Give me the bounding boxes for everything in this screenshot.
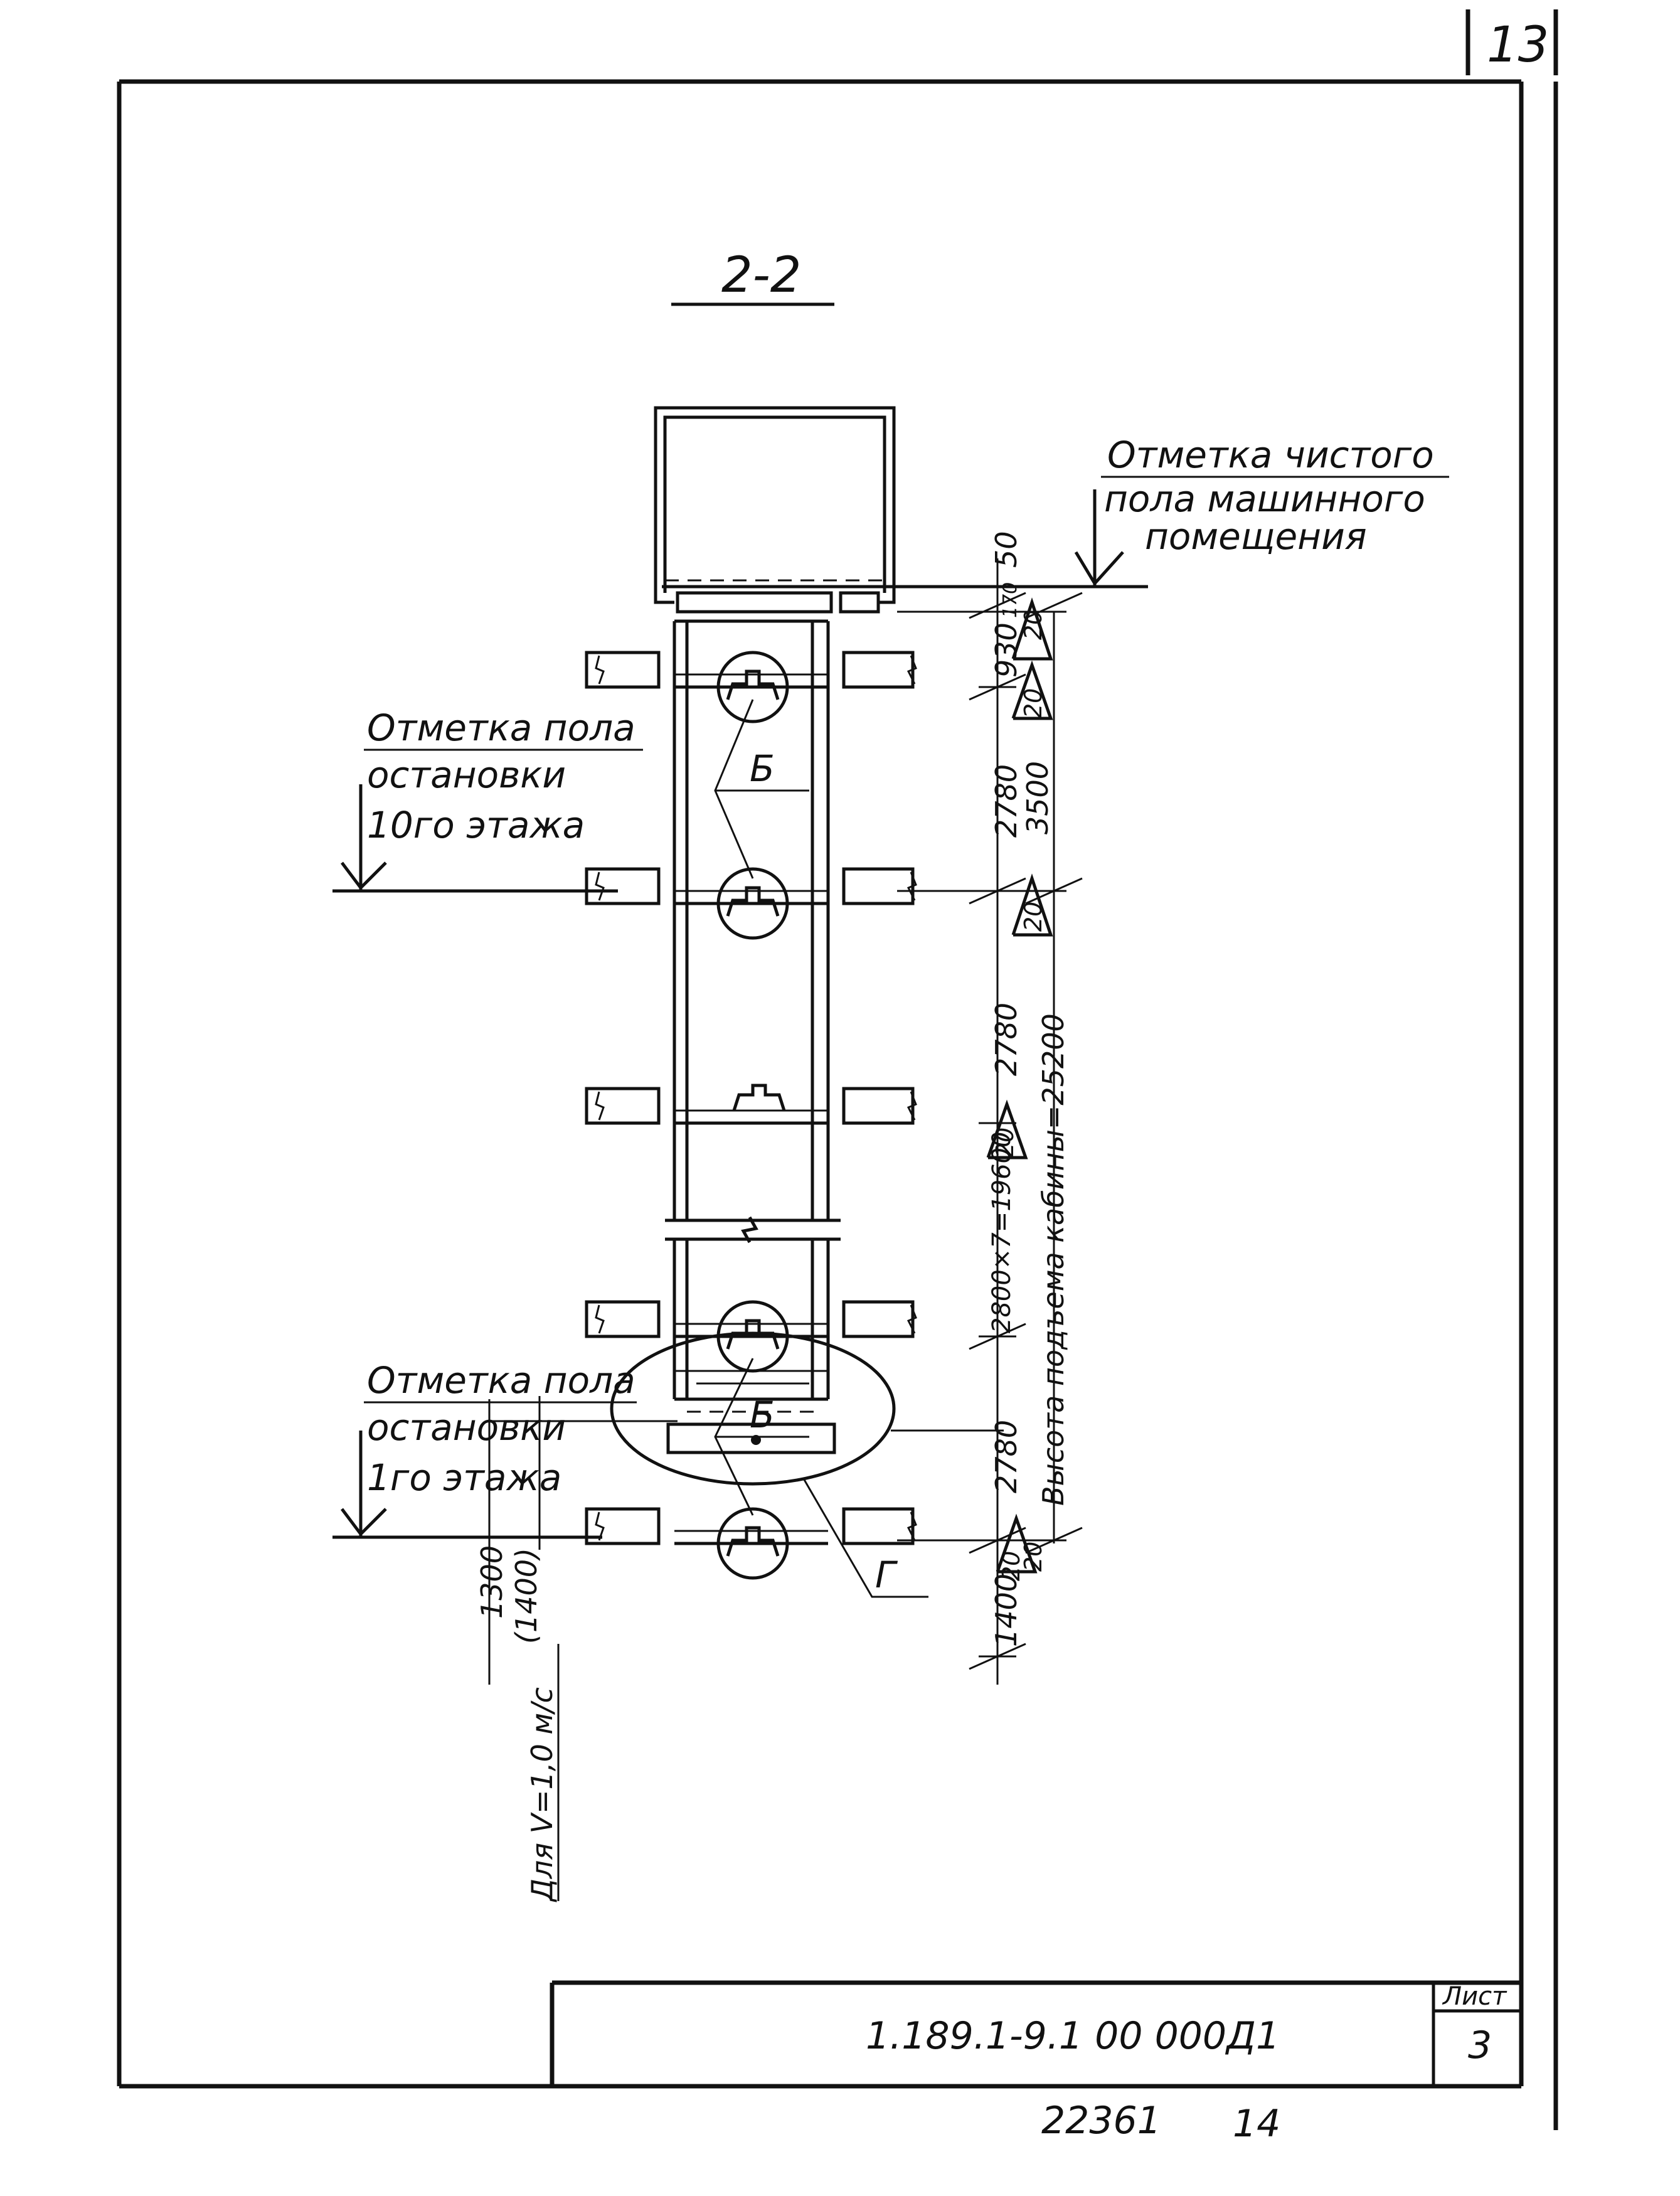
note-floor1-stop: Отметка пола остановки 1го этажа <box>364 1359 637 1499</box>
pit-detail-ellipse <box>610 1331 896 1486</box>
dim-2780-bot: 2780 <box>989 1420 1023 1493</box>
document-code: 1.189.1-9.1 00 000Д1 <box>866 2014 1280 2058</box>
dim-20-a: 20 <box>1019 610 1047 640</box>
level-arrows <box>341 489 1124 1537</box>
floor-separators <box>674 673 828 1545</box>
title-block <box>550 1980 1521 2086</box>
slab-break-left <box>595 1511 605 1541</box>
slab-break-left <box>595 1304 605 1334</box>
landing-slab-right <box>842 867 915 905</box>
slab-break-left <box>595 1091 605 1121</box>
guide-shoe <box>726 1526 780 1557</box>
inventory-number: 22361 <box>1041 2099 1161 2143</box>
dim-1400: 1400 <box>989 1574 1023 1647</box>
dim-170: 170 <box>999 582 1021 618</box>
note-floor10-stop: Отметка пола остановки 10го этажа <box>364 706 643 846</box>
landing-slab-right <box>842 1507 915 1545</box>
sheet-label: Лист <box>1442 1982 1507 2011</box>
detail-circle <box>716 867 789 940</box>
callout-b-upper: Б <box>714 699 809 879</box>
dim-20-f: 20 <box>997 1551 1025 1581</box>
svg-text:Г: Г <box>875 1554 898 1596</box>
note-machine-room-floor: Отметка чистого пола машинного помещения <box>1101 434 1449 558</box>
page-number: 14 <box>1233 2102 1280 2146</box>
dim-20-e: 20 <box>1019 1542 1047 1572</box>
dim-50: 50 <box>989 531 1023 568</box>
slab-break-right <box>906 1511 917 1541</box>
landing-slabs <box>585 651 917 1545</box>
svg-text:остановки: остановки <box>367 1406 566 1449</box>
dim-20-c: 20 <box>1019 902 1047 932</box>
slab-break-left <box>595 655 605 685</box>
dim-3500: 3500 <box>1021 761 1055 834</box>
svg-text:остановки: остановки <box>367 754 566 796</box>
svg-text:Отметка чистого: Отметка чистого <box>1107 434 1434 476</box>
slab-break-right <box>906 1091 917 1121</box>
landing-slab-right <box>842 1300 915 1338</box>
pit <box>610 1331 896 1486</box>
sheet-corner-number: 13 <box>1487 17 1549 73</box>
svg-text:помещения: помещения <box>1145 515 1367 558</box>
dim-2780-mid: 2780 <box>989 1003 1023 1076</box>
svg-text:10го этажа: 10го этажа <box>367 804 585 846</box>
pit-dim-1300: 1300 <box>475 1545 509 1619</box>
detail-circle <box>716 1507 789 1580</box>
dim-2800x7: 2800×7=19600 <box>987 1131 1016 1333</box>
dim-930: 930 <box>989 622 1023 678</box>
svg-text:Отметка пола: Отметка пола <box>367 1359 635 1402</box>
slab-break-right <box>906 655 917 685</box>
guide-shoe <box>726 669 780 700</box>
dim-2780-top: 2780 <box>989 764 1023 838</box>
dim-lift-height: Высота подъема кабины=25200 <box>1036 1013 1070 1506</box>
sheet-frame <box>117 9 1558 2130</box>
machine-room <box>654 406 896 614</box>
slab-break-right <box>906 871 917 901</box>
slab-break-left <box>595 871 605 901</box>
landing-slab-left <box>585 1300 661 1338</box>
sheet-number: 3 <box>1468 2023 1492 2067</box>
callout-g: Г <box>802 1477 928 1598</box>
detail-circle <box>716 651 789 723</box>
guide-shoe <box>726 886 780 917</box>
dimension-chains <box>477 558 1083 1685</box>
shaft-walls <box>665 619 841 1401</box>
svg-text:1го этажа: 1го этажа <box>367 1456 561 1499</box>
guide-shoe <box>732 1084 786 1111</box>
level-lines <box>332 585 1148 1539</box>
slab-break-right <box>906 1304 917 1334</box>
svg-text:пола машинного: пола машинного <box>1104 477 1425 520</box>
pit-dim-1400: (1400) <box>509 1548 543 1644</box>
svg-text:Отметка пола: Отметка пола <box>367 706 635 749</box>
svg-text:Б: Б <box>750 1394 775 1436</box>
section-title: 2-2 <box>721 247 801 304</box>
landing-slab-right <box>842 651 915 689</box>
svg-text:Б: Б <box>750 747 775 790</box>
dim-20-d: 20 <box>991 1127 1019 1158</box>
speed-note: Для V=1,0 м/с <box>525 1687 559 1902</box>
callout-b-lower: Б <box>714 1358 809 1516</box>
dim-20-b: 20 <box>1019 688 1047 718</box>
landing-slab-right <box>842 1087 915 1125</box>
